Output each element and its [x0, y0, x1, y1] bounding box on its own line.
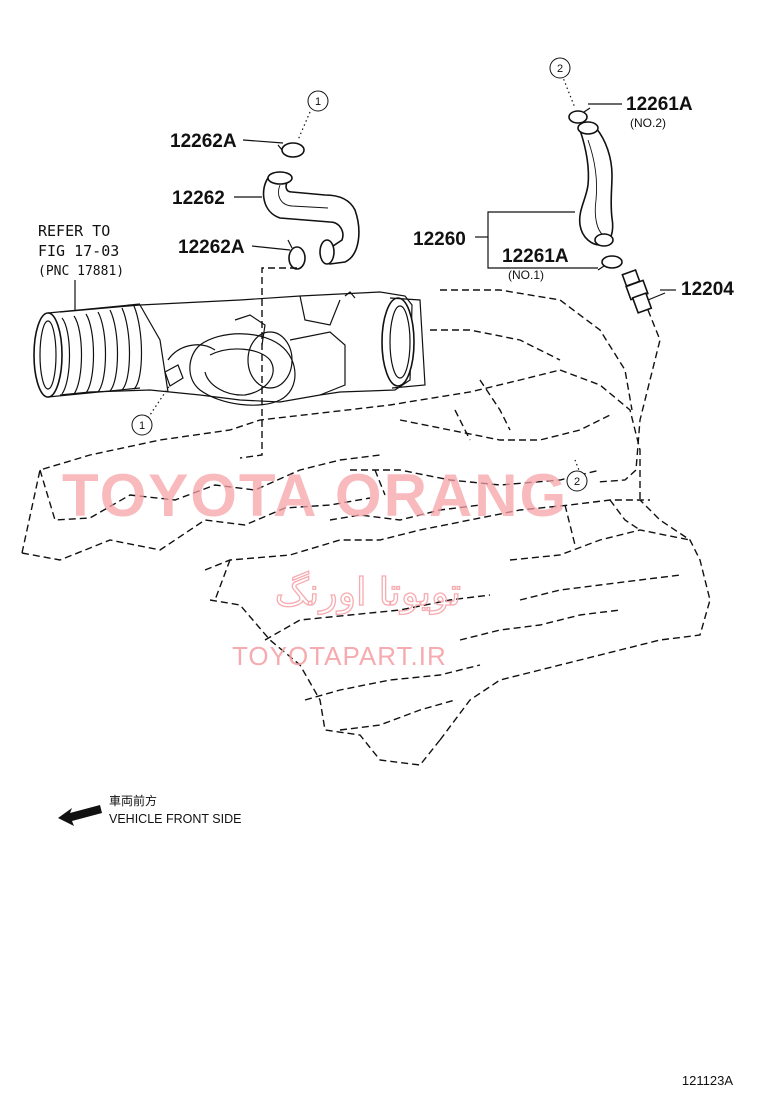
callout-2-lower: 2 [566, 470, 588, 492]
svg-text:1: 1 [139, 420, 145, 432]
part-label-12262[interactable]: 12262 [172, 188, 225, 209]
part-label-12262a-upper[interactable]: 12262A [170, 131, 237, 152]
part-label-12260[interactable]: 12260 [413, 229, 466, 250]
hose-12260 [577, 121, 614, 247]
direction-japanese: 車両前方 [109, 793, 157, 808]
svg-text:2: 2 [557, 63, 563, 75]
part-note-no1: (NO.1) [508, 268, 544, 282]
reference-line-3: (PNC 17881) [38, 264, 124, 279]
vehicle-front-indicator: 車両前方 VEHICLE FRONT SIDE [58, 793, 241, 826]
reference-note[interactable]: REFER TO FIG 17-03 (PNC 17881) [38, 222, 124, 279]
clamp-12262a-lower [287, 239, 306, 270]
reference-line-2: FIG 17-03 [38, 242, 119, 260]
svg-text:1: 1 [315, 96, 321, 108]
callout-1-lower: 1 [131, 414, 153, 436]
callout-2-top: 2 [549, 57, 571, 79]
clamp-12262a-upper [277, 142, 305, 158]
front-arrow-icon [58, 805, 102, 826]
intake-bellows [33, 303, 143, 398]
clamp-12261a-no2 [568, 107, 591, 124]
watermark-url: TOYOTAPART.IR [232, 641, 447, 671]
watermark-persian: تویوتا اورنگ [275, 570, 462, 615]
air-intake-assembly [33, 291, 426, 406]
clamp-12261a-no1 [597, 255, 623, 271]
reference-line-1: REFER TO [38, 222, 110, 240]
watermark-brand: TOYOTA ORANG [62, 462, 568, 529]
hose-routing-dashed [147, 74, 661, 483]
svg-text:2: 2 [574, 476, 580, 488]
part-label-12204[interactable]: 12204 [681, 279, 734, 300]
hose-12262 [262, 171, 360, 265]
part-note-no2: (NO.2) [630, 116, 666, 130]
pcv-valve-12204 [621, 268, 666, 314]
engine-block-outline [21, 289, 711, 766]
callout-1-top: 1 [307, 90, 329, 112]
diagram-code: 121123A [682, 1073, 733, 1088]
part-label-12261a-no2[interactable]: 12261A [626, 94, 693, 115]
part-label-12261a-no1[interactable]: 12261A [502, 246, 569, 267]
part-label-12262a-lower[interactable]: 12262A [178, 237, 245, 258]
leader-lines [74, 103, 676, 310]
direction-english: VEHICLE FRONT SIDE [109, 812, 241, 826]
